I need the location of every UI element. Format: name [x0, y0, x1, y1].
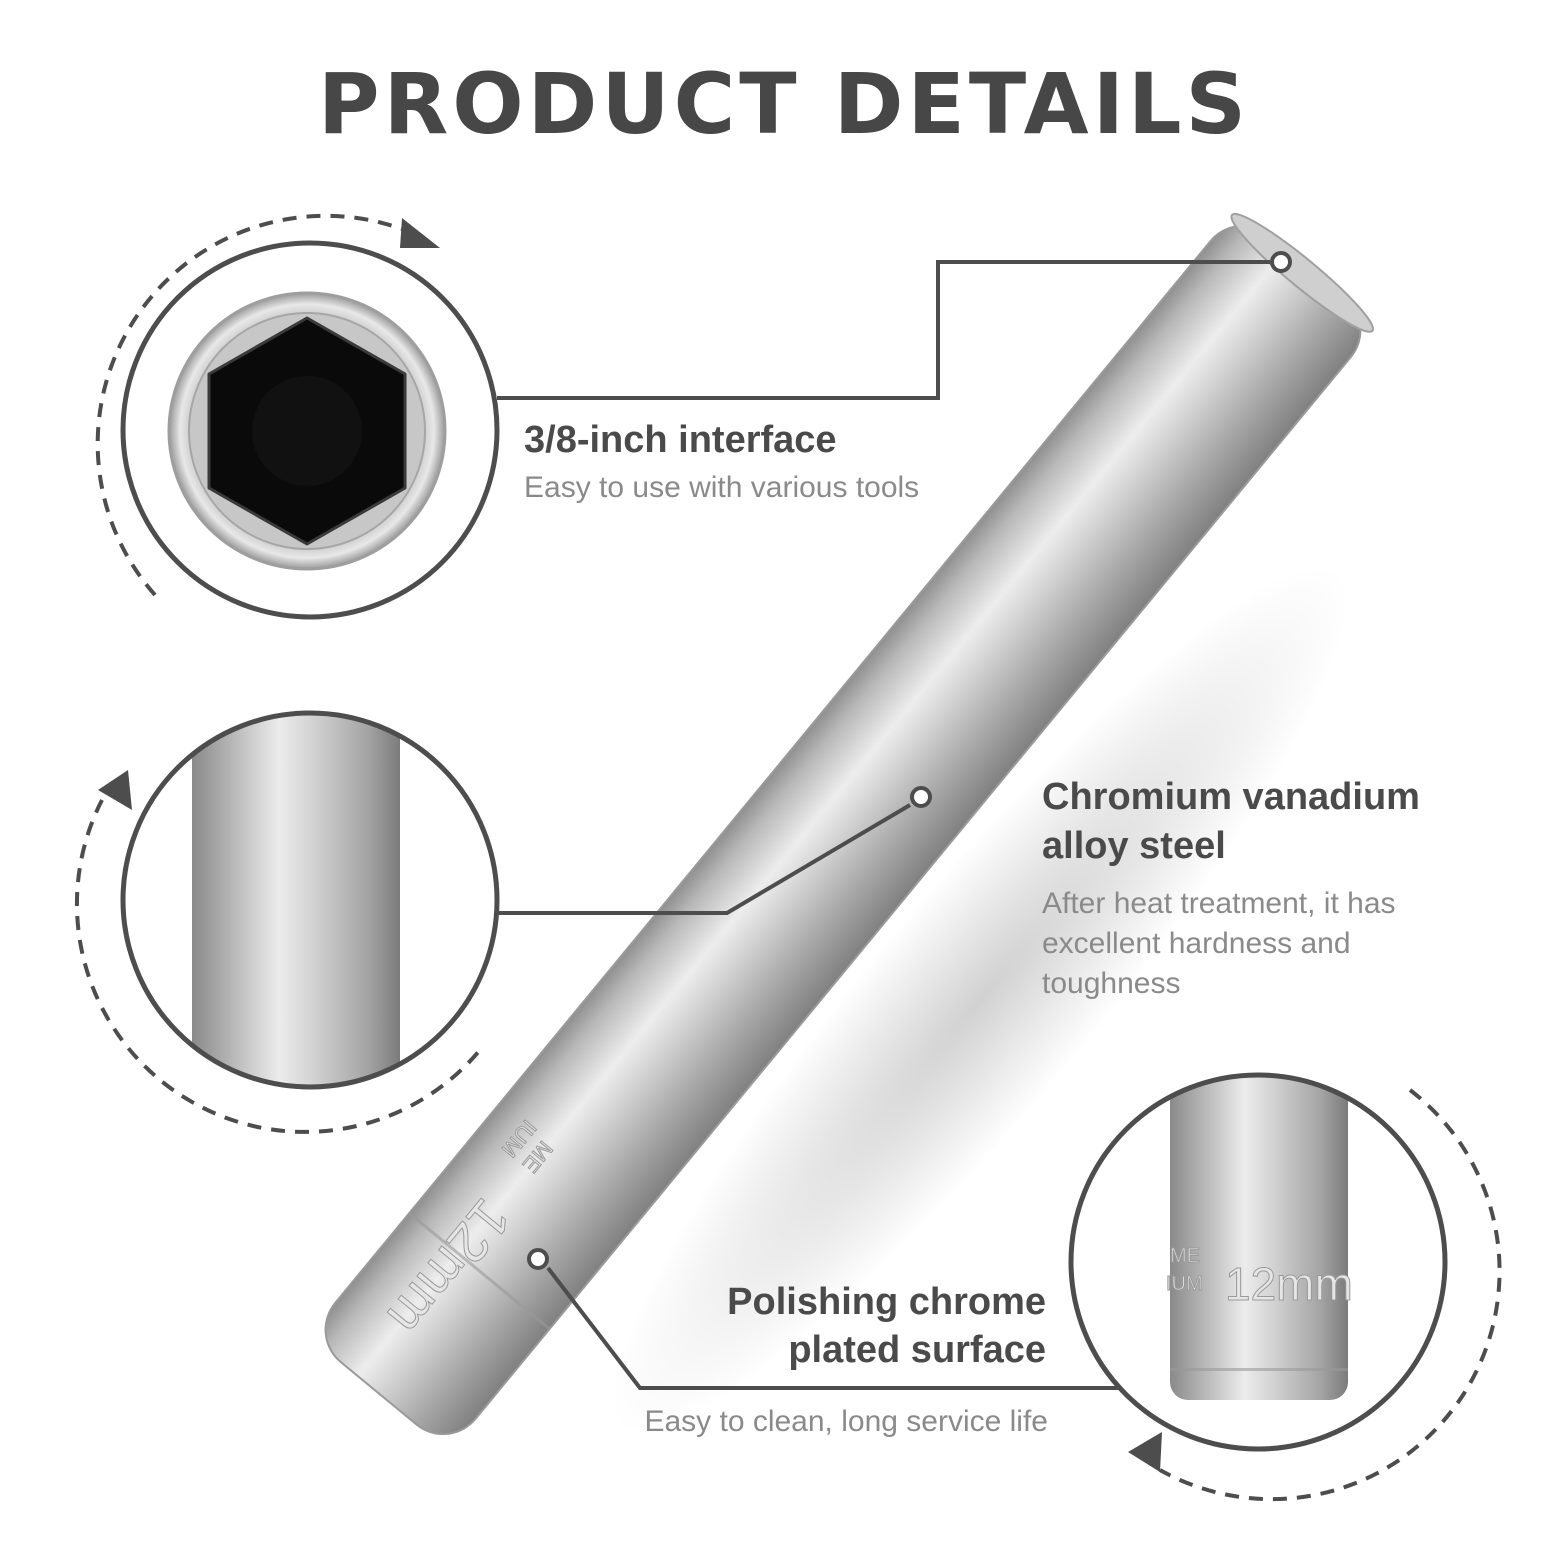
zoom-engraving-line2: IUM: [1166, 1273, 1203, 1295]
rotate-clockwise-arrow-icon: [400, 218, 440, 248]
feature-interface-title: 3/8-inch interface: [524, 419, 837, 461]
callout-dots: [527, 251, 1292, 1270]
callout-lines: [497, 260, 1270, 1390]
zoom-engraving-size: 12mm: [1225, 1258, 1353, 1310]
rod-shadow: [610, 565, 1350, 1435]
feature-steel-description-line1: After heat treatment, it has: [1042, 887, 1396, 920]
rotation-arc-bottom: [1159, 1088, 1502, 1502]
feature-steel-title-line2: alloy steel: [1042, 825, 1226, 867]
zoom-circle-interface: [120, 240, 500, 620]
feature-steel-title-line1: Chromium vanadium: [1042, 776, 1420, 818]
page-title: PRODUCT DETAILS: [318, 55, 1250, 153]
feature-surface-description: Easy to clean, long service life: [644, 1405, 1048, 1438]
feature-steel-description-line3: toughness: [1042, 967, 1181, 1000]
zoom-engraving-line1: ME: [1170, 1245, 1200, 1267]
feature-interface-description: Easy to use with various tools: [524, 471, 920, 504]
feature-steel-description-line2: excellent hardness and: [1042, 927, 1351, 960]
feature-surface-title-line1: Polishing chrome: [727, 1281, 1046, 1323]
rotate-counterclockwise-arrow-icon: [98, 770, 132, 810]
rotation-arc-middle: [74, 799, 482, 1134]
rotate-counterclockwise-arrow-icon: [1128, 1432, 1162, 1472]
zoom-circle-surface: 12mm ME IUM: [1068, 1072, 1448, 1452]
zoom-circle-steel: [120, 710, 500, 1090]
feature-surface-title-line2: plated surface: [788, 1329, 1046, 1371]
rotation-arc-top: [95, 213, 411, 597]
